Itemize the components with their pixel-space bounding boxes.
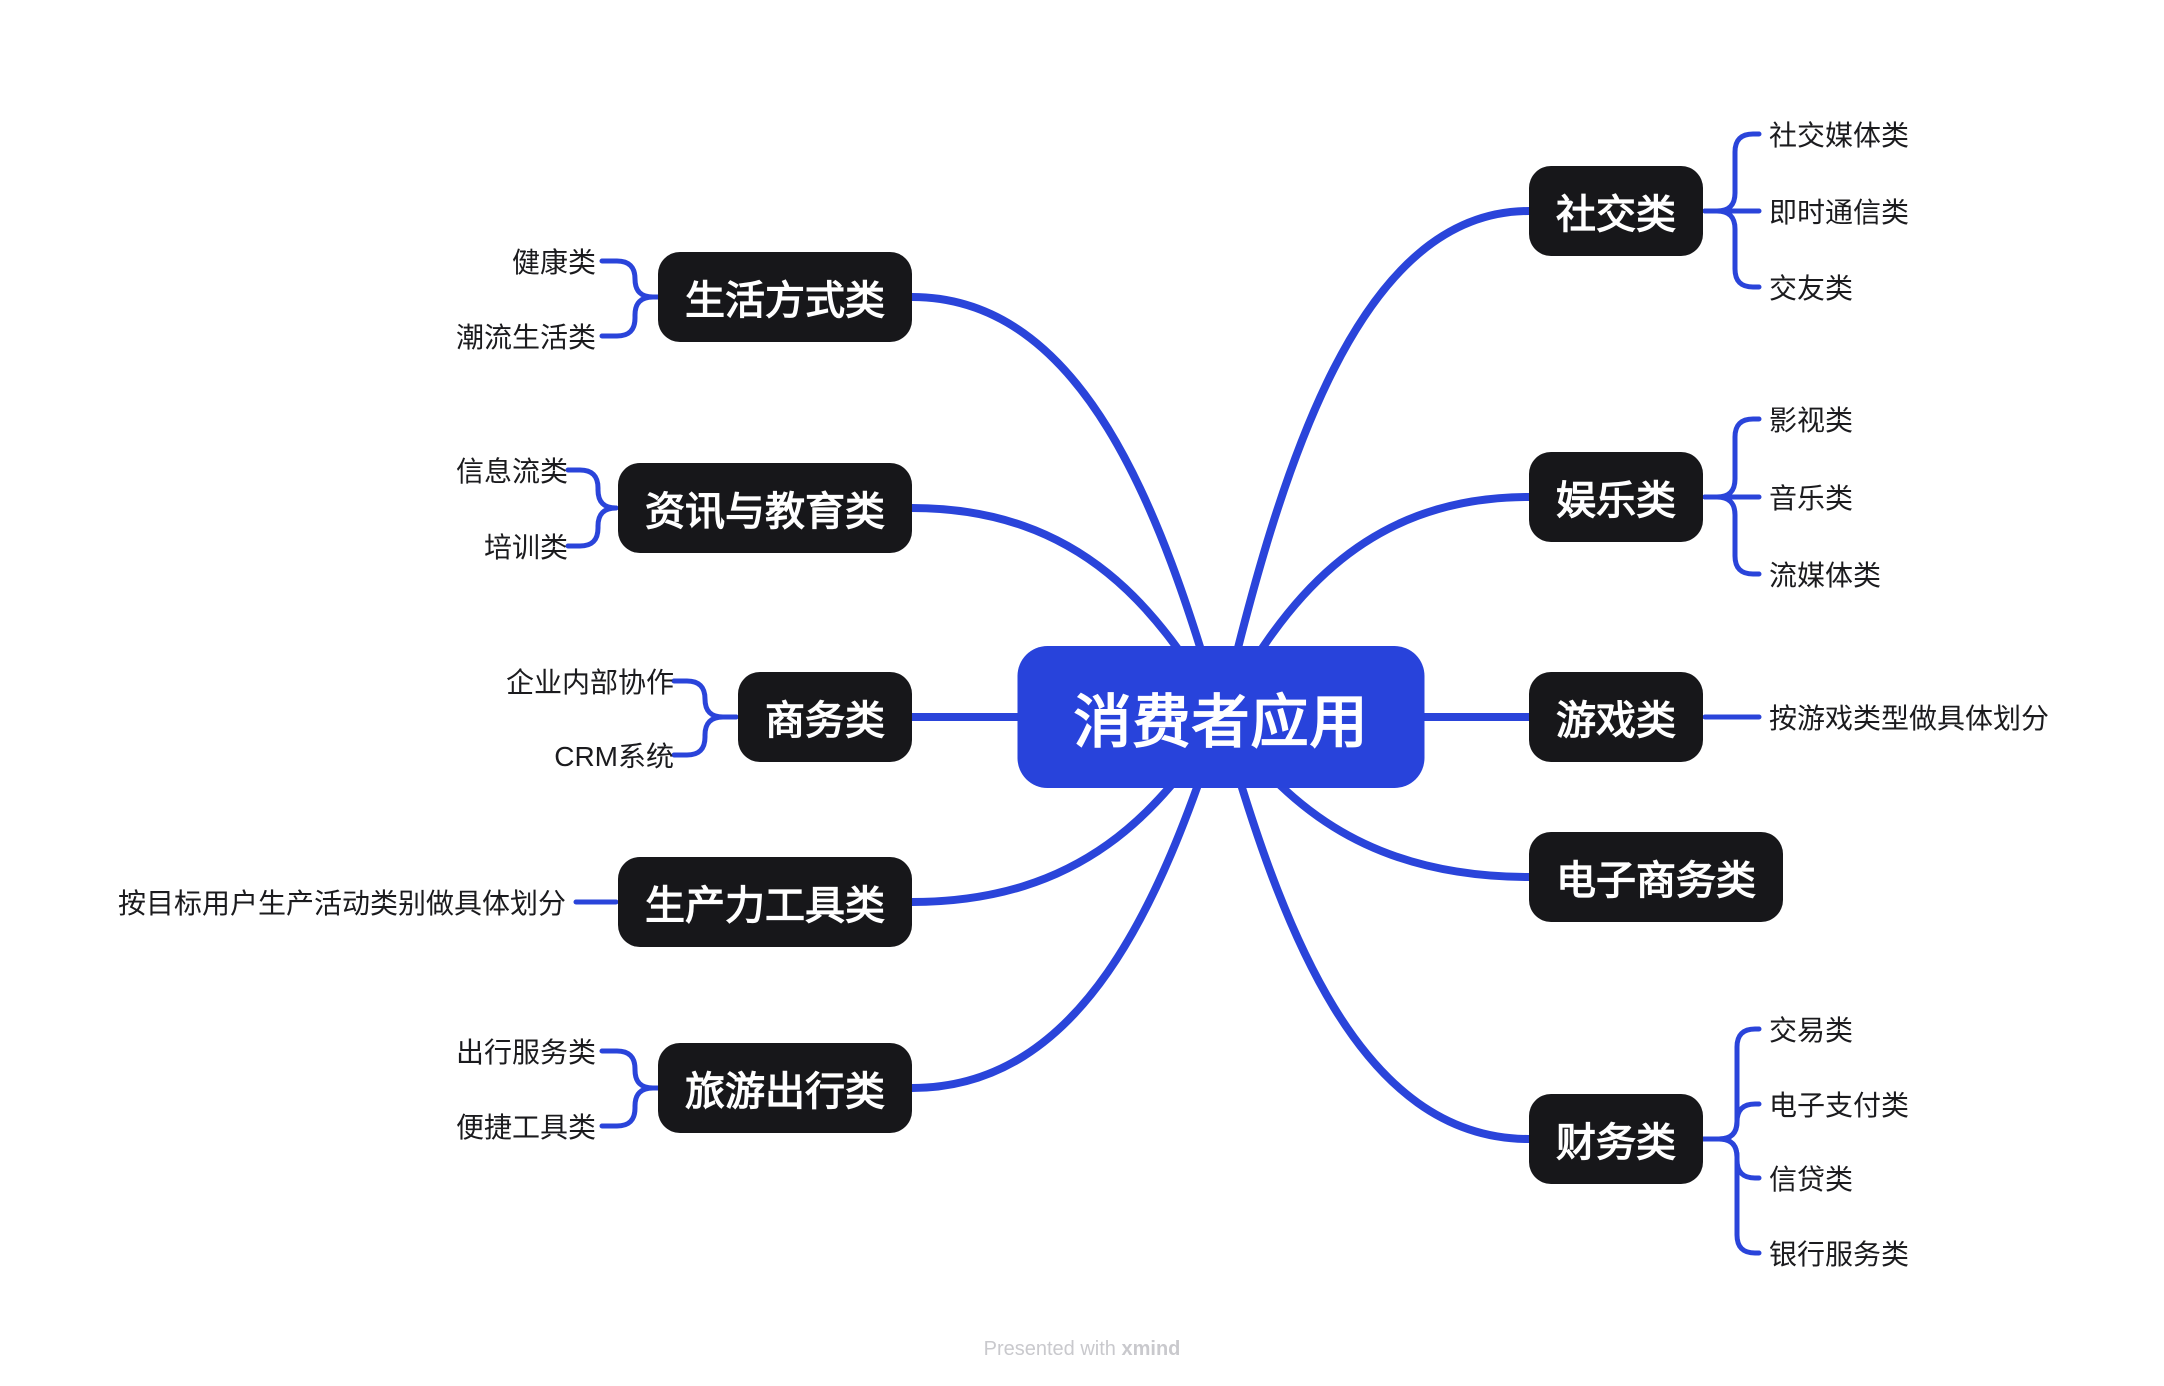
connector-social-media (1702, 131, 1762, 214)
connector-social-dating (1702, 208, 1762, 290)
connector-center-lifestyle (908, 293, 1225, 721)
branch-finance[interactable]: 财务类 (1529, 1094, 1703, 1184)
subtopic-social-media[interactable]: 社交媒体类 (1769, 120, 1910, 151)
subtopic-music[interactable]: 音乐类 (1769, 483, 1854, 514)
subtopic-training[interactable]: 培训类 (483, 532, 568, 563)
branch-social[interactable]: 社交类 (1529, 166, 1703, 256)
branch-travel[interactable]: 旅游出行类 (658, 1043, 912, 1133)
branch-games[interactable]: 游戏类 (1529, 672, 1703, 762)
subtopic-crm-system[interactable]: CRM系统 (554, 741, 674, 772)
connector-business-crm (671, 714, 739, 758)
connector-finance-banking (1697, 1136, 1762, 1256)
connector-center-travel (908, 713, 1225, 1092)
subtopic-health[interactable]: 健康类 (511, 247, 596, 278)
xmind-watermark: Presented with xmind (984, 1338, 1181, 1361)
branch-business[interactable]: 商务类 (738, 672, 912, 762)
connector-ent-streaming (1702, 494, 1762, 577)
connector-travel-tools (599, 1085, 661, 1129)
subtopic-trading[interactable]: 交易类 (1769, 1015, 1854, 1046)
subtopic-games-note[interactable]: 按游戏类型做具体划分 (1769, 703, 2050, 734)
connector-lifestyle-trend (599, 294, 661, 339)
watermark-prefix: Presented with (983, 1338, 1122, 1360)
branch-entertainment[interactable]: 娱乐类 (1529, 452, 1703, 542)
branch-productivity[interactable]: 生产力工具类 (618, 857, 912, 947)
subtopic-streaming[interactable]: 流媒体类 (1769, 560, 1882, 591)
subtopic-internal-collab[interactable]: 企业内部协作 (505, 667, 674, 698)
branch-info-education[interactable]: 资讯与教育类 (618, 463, 912, 553)
subtopic-dating[interactable]: 交友类 (1769, 273, 1854, 304)
central-topic[interactable]: 消费者应用 (1017, 646, 1425, 788)
connector-finance-credit (1697, 1136, 1762, 1181)
subtopic-productivity-note[interactable]: 按目标用户生产活动类别做具体划分 (117, 888, 566, 919)
connector-ent-video (1702, 416, 1762, 500)
subtopic-travel-service[interactable]: 出行服务类 (455, 1037, 596, 1068)
subtopic-banking[interactable]: 银行服务类 (1769, 1239, 1910, 1270)
subtopic-instant-msg[interactable]: 即时通信类 (1769, 197, 1910, 228)
connector-center-finance (1217, 713, 1533, 1143)
branch-lifestyle[interactable]: 生活方式类 (658, 252, 912, 342)
connector-center-social (1217, 207, 1533, 721)
connector-info-feeds (565, 467, 619, 511)
connector-finance-trading (1697, 1026, 1762, 1142)
connector-business-collab (671, 678, 739, 720)
subtopic-info-feeds[interactable]: 信息流类 (455, 456, 568, 487)
subtopic-handy-tools[interactable]: 便捷工具类 (455, 1112, 596, 1143)
connector-travel-service (599, 1048, 661, 1091)
connector-lifestyle-health (599, 258, 661, 300)
subtopic-e-payment[interactable]: 电子支付类 (1769, 1090, 1910, 1121)
subtopic-trend-lifestyle[interactable]: 潮流生活类 (455, 322, 596, 353)
watermark-brand: xmind (1121, 1338, 1181, 1360)
branch-ecommerce[interactable]: 电子商务类 (1529, 832, 1783, 922)
subtopic-credit[interactable]: 信贷类 (1769, 1164, 1854, 1195)
connector-info-training (565, 505, 619, 549)
subtopic-film-tv[interactable]: 影视类 (1769, 405, 1854, 436)
